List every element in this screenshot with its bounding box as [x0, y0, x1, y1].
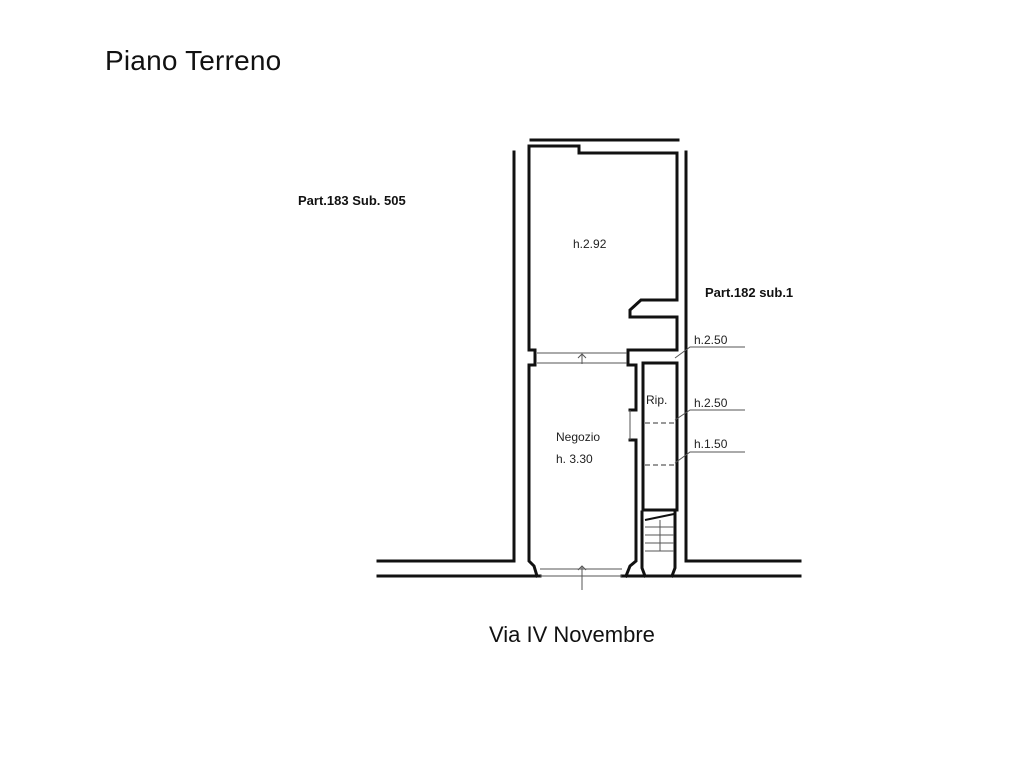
- shop-left-wall: [527, 363, 539, 578]
- stair-wall-left: [640, 510, 647, 578]
- page-title: Piano Terreno: [105, 45, 282, 76]
- right-party-wall: [684, 150, 802, 563]
- neighbor-left-label: Part.183 Sub. 505: [298, 193, 406, 208]
- shop-name: Negozio: [556, 430, 601, 444]
- height-callout-1: h.2.50: [694, 333, 728, 347]
- back-room-height: h.2.92: [573, 237, 607, 251]
- stair-wall-right: [670, 510, 677, 578]
- height-callout-2: h.2.50: [694, 396, 728, 410]
- storage-walls: [641, 361, 679, 512]
- shop-right-wall-upper: [626, 363, 638, 412]
- back-room-walls: [527, 144, 679, 367]
- storage-name: Rip.: [646, 393, 668, 407]
- height-callout-3: h.1.50: [694, 437, 728, 451]
- back-room-door-jamb-left: [527, 348, 537, 367]
- shop-height: h. 3.30: [556, 452, 593, 466]
- neighbor-right-label: Part.182 sub.1: [705, 285, 794, 300]
- street-label: Via IV Novembre: [489, 622, 655, 647]
- shop-right-wall-lower: [624, 438, 638, 578]
- left-party-wall: [376, 150, 516, 563]
